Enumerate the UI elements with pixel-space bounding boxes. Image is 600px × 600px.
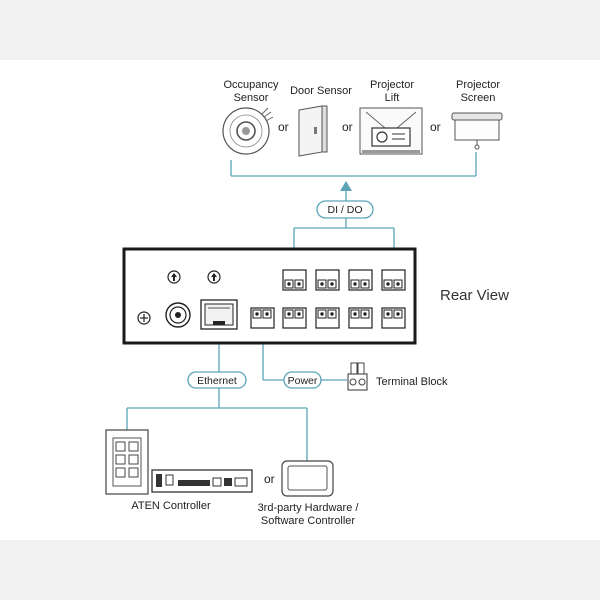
terminal-connector xyxy=(315,307,340,329)
terminal-connector xyxy=(348,269,373,291)
third-party-label-1: 3rd-party Hardware / xyxy=(258,502,360,514)
third-party-controller: 3rd-party Hardware / Software Controller xyxy=(258,460,360,527)
terminal-block-icon xyxy=(347,362,368,391)
occupancy-sensor: Occupancy Sensor xyxy=(222,79,279,155)
door-sensor-icon xyxy=(298,105,328,157)
or-label-2: or xyxy=(342,120,353,134)
projector-screen-icon xyxy=(451,112,503,150)
or-label-1: or xyxy=(278,120,289,134)
or-label-4: or xyxy=(264,472,275,486)
terminal-block: Terminal Block xyxy=(347,362,448,391)
keypad-panel-icon xyxy=(105,429,149,495)
power-label: Power xyxy=(288,375,318,387)
dido-pill: DI / DO xyxy=(316,200,374,219)
connectors-bottom xyxy=(250,307,406,329)
projector-screen: Projector Screen xyxy=(451,79,503,150)
led-indicator-1 xyxy=(167,270,181,284)
power-jack-icon xyxy=(165,302,191,328)
terminal-connector xyxy=(348,307,373,329)
terminal-connector xyxy=(282,269,307,291)
occupancy-label-2: Sensor xyxy=(234,92,269,104)
or-label-3: or xyxy=(430,120,441,134)
bottom-band xyxy=(0,540,600,600)
di-connectors-top xyxy=(282,269,406,291)
ethernet-port-icon xyxy=(200,299,238,330)
occupancy-sensor-icon xyxy=(222,107,274,155)
screen-label-2: Screen xyxy=(461,92,496,104)
arrow-up-icon xyxy=(340,181,352,191)
led-indicator-2 xyxy=(207,270,221,284)
ground-screw-icon xyxy=(137,311,151,325)
occupancy-label-1: Occupancy xyxy=(223,79,279,91)
terminal-connector xyxy=(381,269,406,291)
door-sensor-label: Door Sensor xyxy=(290,85,352,97)
projector-lift: Projector Lift xyxy=(359,79,423,155)
projector-lift-icon xyxy=(359,107,423,155)
power-pill: Power xyxy=(283,371,322,389)
top-band xyxy=(0,0,600,60)
power-terminal-connector xyxy=(250,307,275,329)
ethernet-pill: Ethernet xyxy=(187,371,247,389)
control-box-icon xyxy=(151,469,253,493)
third-party-label-2: Software Controller xyxy=(261,515,355,527)
ethernet-label: Ethernet xyxy=(197,375,237,387)
terminal-connector xyxy=(315,269,340,291)
terminal-connector xyxy=(282,307,307,329)
aten-controller-label: ATEN Controller xyxy=(131,500,211,512)
terminal-block-label: Terminal Block xyxy=(376,376,448,388)
connection-lines xyxy=(126,152,477,461)
screen-label-1: Projector xyxy=(456,79,500,91)
rear-view-label: Rear View xyxy=(440,287,509,304)
dido-label: DI / DO xyxy=(327,204,362,216)
touch-panel-icon xyxy=(281,460,334,497)
door-sensor: Door Sensor xyxy=(290,85,352,157)
lift-label-2: Lift xyxy=(385,92,400,104)
rear-panel xyxy=(122,247,417,345)
aten-controller: ATEN Controller xyxy=(105,429,253,512)
lift-label-1: Projector xyxy=(370,79,414,91)
terminal-connector xyxy=(381,307,406,329)
